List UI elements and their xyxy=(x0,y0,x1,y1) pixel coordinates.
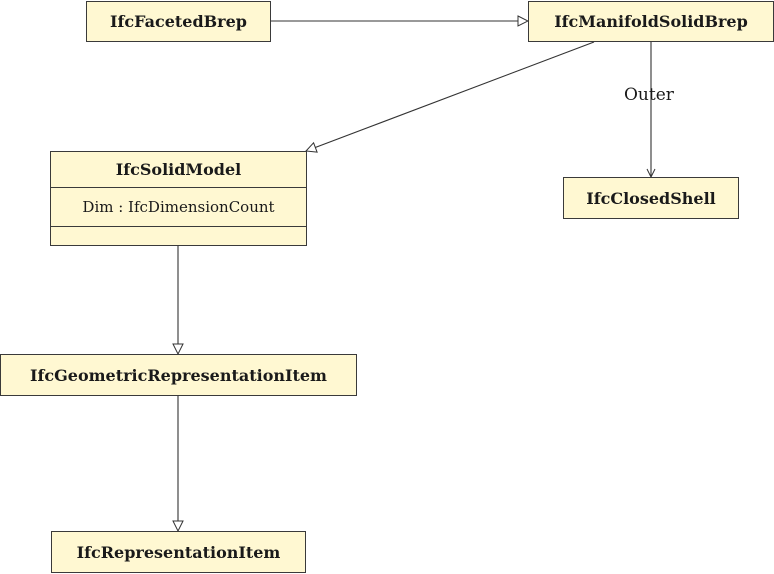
class-name: IfcRepresentationItem xyxy=(76,542,281,562)
class-box-ifcfacetedbrep[interactable]: IfcFacetedBrep xyxy=(86,1,271,42)
class-name: IfcManifoldSolidBrep xyxy=(554,12,748,31)
class-box-ifcclosedshell[interactable]: IfcClosedShell xyxy=(563,177,739,219)
class-box-ifcgeometricrepresentationitem[interactable]: IfcGeometricRepresentationItem xyxy=(0,354,357,396)
class-name: IfcGeometricRepresentationItem xyxy=(30,365,327,385)
class-attribute: Dim : IfcDimensionCount xyxy=(51,188,306,227)
class-box-ifcrepresentationitem[interactable]: IfcRepresentationItem xyxy=(51,531,306,573)
class-name: IfcSolidModel xyxy=(51,152,306,188)
class-box-ifcsolidmodel[interactable]: IfcSolidModel Dim : IfcDimensionCount xyxy=(50,151,307,246)
association-label-outer: Outer xyxy=(624,85,674,105)
class-name: IfcClosedShell xyxy=(586,188,716,208)
class-name: IfcFacetedBrep xyxy=(110,12,247,31)
inheritance-arrow-manifold-to-solidmodel xyxy=(306,41,595,151)
class-box-ifcmanifoldsolidbrep[interactable]: IfcManifoldSolidBrep xyxy=(528,1,774,42)
class-operations-compartment xyxy=(51,227,306,245)
